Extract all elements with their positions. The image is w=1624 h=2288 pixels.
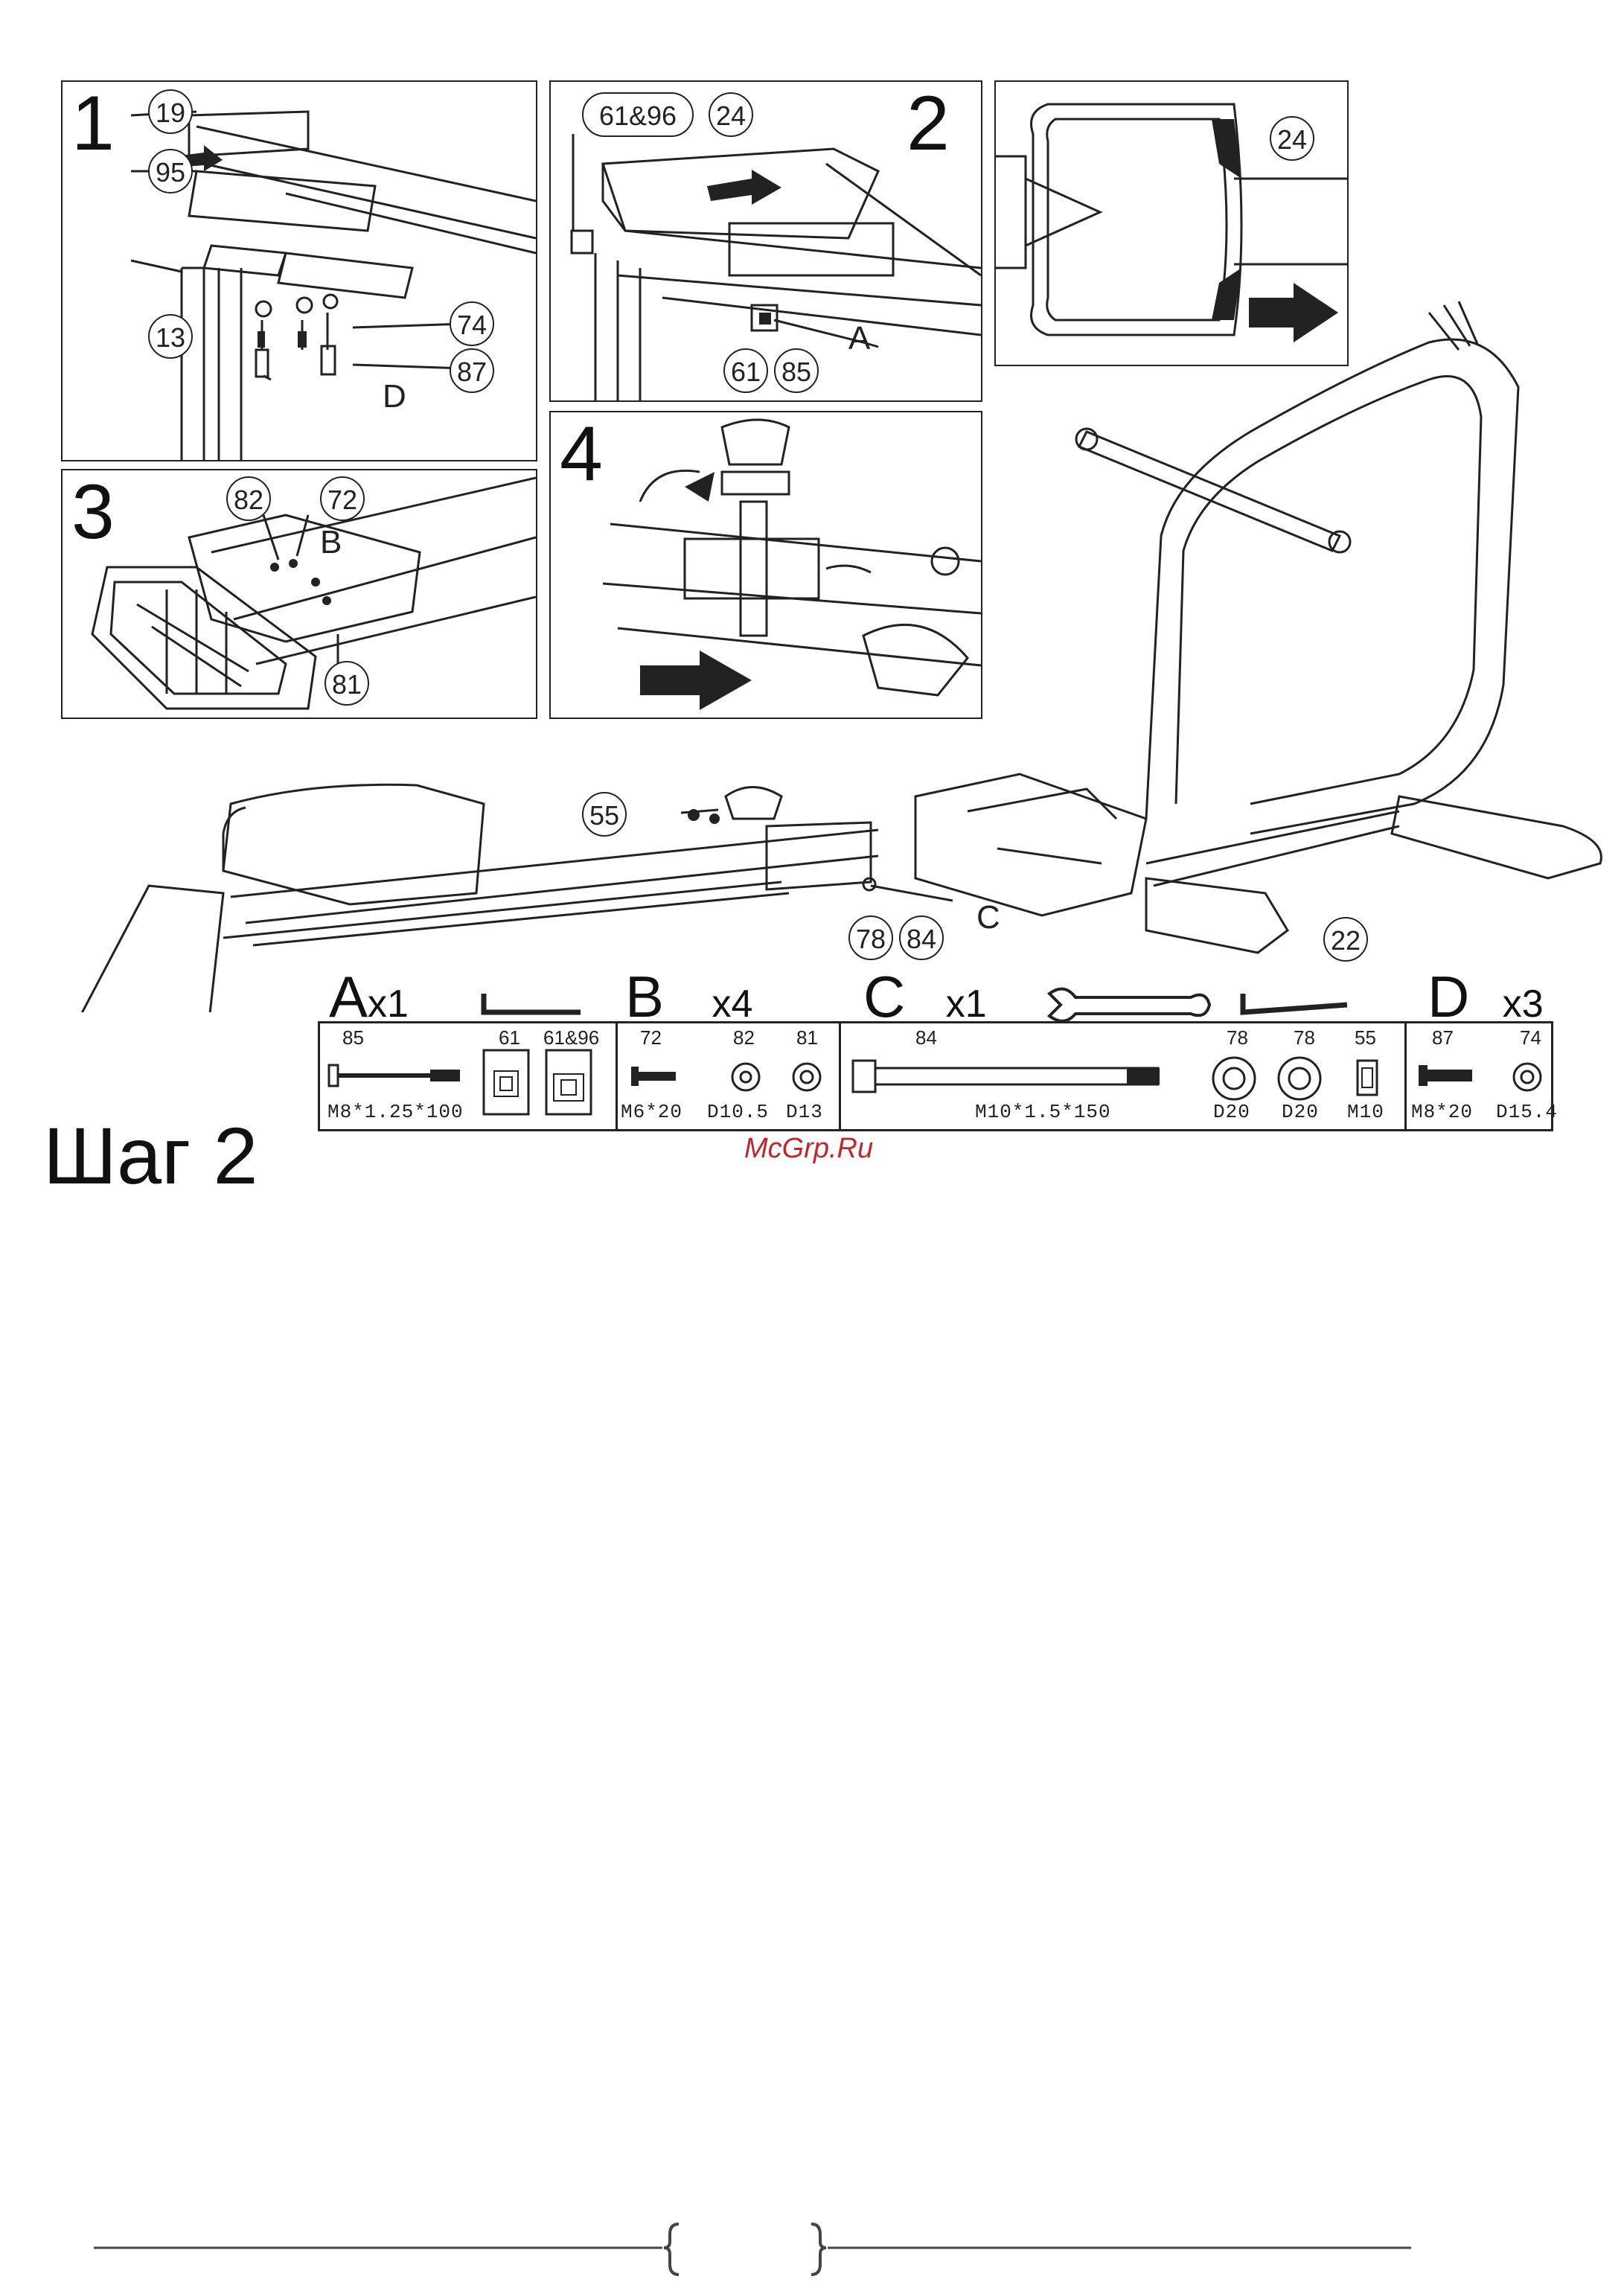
part-87-spec: M8*20: [1411, 1101, 1473, 1123]
part-55-spec: M10: [1347, 1101, 1384, 1123]
callout-22: 22: [1323, 917, 1368, 962]
part-61-96-icon: [545, 1049, 592, 1116]
hex-key-icon: [476, 990, 588, 1020]
callout-78: 78: [848, 915, 893, 960]
part-61-number: 61: [499, 1026, 520, 1049]
part-81-spec: D13: [786, 1101, 823, 1123]
hardware-header-a-qty: x1: [368, 982, 409, 1026]
part-84-number: 84: [915, 1026, 937, 1049]
hardware-header-c: C x1: [863, 968, 987, 1026]
part-87-number: 87: [1432, 1026, 1454, 1049]
part-61-96-number: 61&96: [543, 1026, 599, 1049]
bolt-84-icon: [851, 1058, 1194, 1095]
callout-84: 84: [899, 915, 944, 960]
part-85-number: 85: [342, 1026, 364, 1049]
hardware-header-b: B x4: [625, 968, 752, 1026]
part-55-number: 55: [1355, 1026, 1376, 1049]
step-title: Шаг 2: [43, 1109, 258, 1202]
hardware-header-c-letter: C: [863, 964, 905, 1029]
part-85-spec: M8*1.25*100: [327, 1101, 464, 1123]
hardware-header-b-qty: x4: [712, 982, 752, 1026]
nut-55-icon: [1353, 1058, 1383, 1099]
hardware-header-d-letter: D: [1428, 964, 1469, 1029]
washer-78b-icon: [1276, 1055, 1323, 1102]
hardware-header-d-qty: x3: [1503, 982, 1544, 1026]
washer-82-icon: [729, 1061, 762, 1093]
hardware-table: 85 M8*1.25*100 61 61&96 72 M6*20 82 D10.…: [318, 1021, 1553, 1131]
washer-81-icon: [790, 1061, 823, 1093]
watermark: McGrp.Ru: [744, 1133, 873, 1165]
part-78b-spec: D20: [1282, 1101, 1319, 1123]
hardware-letter-c: C: [976, 899, 1000, 936]
hardware-header-d: D x3: [1428, 968, 1544, 1026]
rower-assembly-illustration: [0, 0, 1624, 1012]
part-78b-number: 78: [1294, 1026, 1315, 1049]
part-82-spec: D10.5: [707, 1101, 769, 1123]
wrench-icon: [1042, 982, 1213, 1027]
hardware-header-b-letter: B: [625, 964, 664, 1029]
bolt-72-icon: [630, 1064, 682, 1089]
hardware-header-c-qty: x1: [946, 982, 987, 1026]
part-81-number: 81: [796, 1026, 818, 1049]
hardware-header-a: Ax1: [329, 968, 409, 1026]
part-84-spec: M10*1.5*150: [975, 1101, 1111, 1123]
washer-78-icon: [1210, 1055, 1258, 1102]
part-78-number: 78: [1227, 1026, 1248, 1049]
hardware-header-a-letter: A: [329, 964, 368, 1029]
hardware-group-b: 72 M6*20 82 D10.5 81 D13: [618, 1023, 841, 1129]
part-61-icon: [482, 1049, 530, 1116]
part-72-number: 72: [640, 1026, 662, 1049]
bolt-87-icon: [1417, 1062, 1477, 1089]
part-78-spec: D20: [1213, 1101, 1250, 1123]
bolt-85-icon: [326, 1061, 467, 1090]
footer-rule: [0, 2221, 1624, 2288]
hardware-group-c: 84 M10*1.5*150 78 D20 78 D20 55 M10: [841, 1023, 1407, 1129]
washer-74-icon: [1511, 1061, 1544, 1093]
part-82-number: 82: [733, 1026, 755, 1049]
part-72-spec: M6*20: [621, 1101, 682, 1123]
part-74-number: 74: [1520, 1026, 1541, 1049]
callout-55: 55: [582, 792, 627, 837]
hardware-group-a: 85 M8*1.25*100 61 61&96: [320, 1023, 618, 1129]
hex-key-icon-2: [1235, 990, 1355, 1020]
hardware-group-d: 87 M8*20 74 D15.4: [1407, 1023, 1551, 1129]
part-74-spec: D15.4: [1496, 1101, 1558, 1123]
